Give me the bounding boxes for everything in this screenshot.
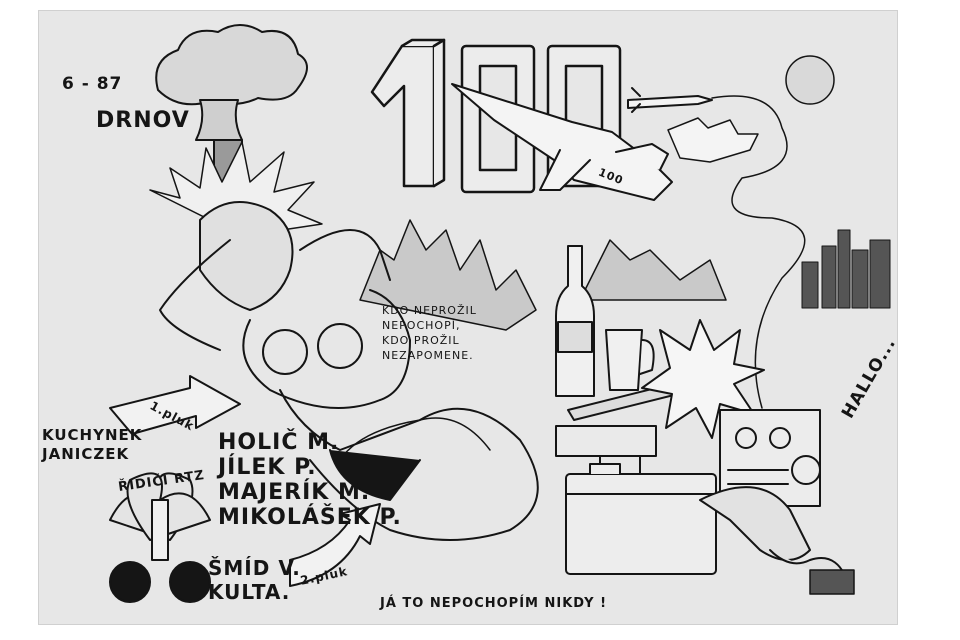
footer-caption: JÁ TO NEPOCHOPÍM NIKDY ! [380,596,608,611]
mountain-range [359,219,727,331]
fighter-jet [451,83,673,201]
antenna-wire [711,95,806,409]
name-line: KULTA. [208,580,291,604]
arrow-platoon-2 [289,503,381,587]
exhaust-flame [667,117,759,163]
small-box [809,569,855,595]
motto-line: NEPOCHOPÍ, [382,319,461,332]
left-names: KUCHYNEK JANICZEK [42,426,142,464]
motto-line: NEZAPOMENE. [382,349,474,362]
names-bottom: ŠMÍD V. KULTA. [208,556,301,604]
missile [627,87,713,113]
winged-wheel-emblem [109,472,211,603]
city-skyline [801,229,891,309]
name-line: JÍLEK P. [218,455,317,480]
names-list: HOLIČ M. JÍLEK P. MAJERÍK M. MIKOLÁŠEK P… [218,430,402,530]
beer-mug [605,329,655,391]
date-tag: 6 - 87 [62,74,123,94]
name-line: MAJERÍK M. [218,480,371,505]
arrow-platoon-1 [109,375,241,435]
moon [785,55,835,105]
pinup-figure [159,201,539,541]
motto: KDO NEPROŽIL NEPOCHOPÍ, KDO PROŽIL NEZAP… [382,303,552,363]
name-line: HOLIČ M. [218,430,340,455]
motto-line: KDO PROŽIL [382,334,460,347]
place-name: DRNOV [96,108,190,133]
bottle [555,245,595,397]
name-line: MIKOLÁŠEK P. [218,505,402,530]
name-line: KUCHYNEK [42,426,143,444]
name-line: JANICZEK [42,445,130,463]
field-case [565,463,717,575]
motto-line: KDO NEPROŽIL [382,304,477,317]
name-line: ŠMÍD V. [208,556,301,580]
